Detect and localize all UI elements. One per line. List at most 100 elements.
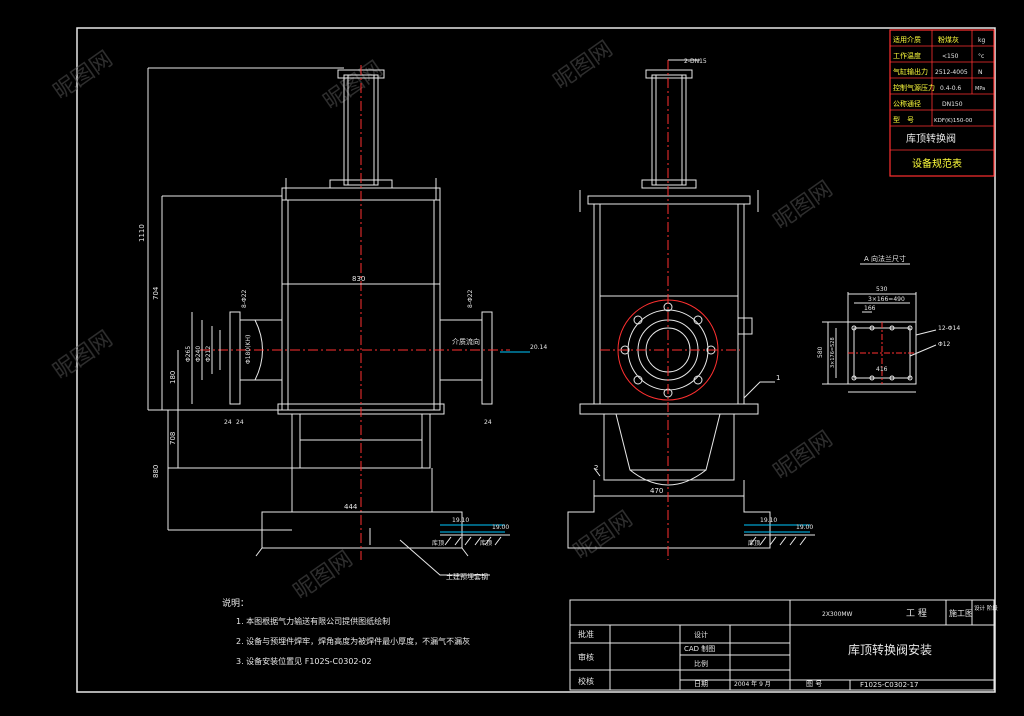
spec-row-2-value: <150 bbox=[942, 53, 959, 60]
spec-row-2-unit: °c bbox=[978, 53, 984, 60]
tb-col-scale: 比例 bbox=[694, 659, 708, 668]
dim-body-width: 830 bbox=[352, 275, 365, 283]
detail-a-holes: 12-Φ14 bbox=[938, 325, 960, 332]
dim-upper-height: 704 bbox=[152, 286, 160, 300]
sheet-border bbox=[76, 27, 996, 693]
dim-dia-2: Φ240 bbox=[195, 346, 202, 362]
detail-a-labels: A 向法兰尺寸 530 3×166=490 166 580 3×176=528 … bbox=[817, 254, 960, 373]
floor-label-front-1: 库顶 bbox=[432, 539, 444, 547]
spec-row-3-value: 2512-4005 bbox=[935, 69, 968, 76]
side-cylinder bbox=[651, 74, 687, 186]
spec-row-5-value: DN150 bbox=[942, 101, 963, 108]
spec-table: 适用介质 粉煤灰 kg 工作温度 <150 °c 气缸输出力 2512-4005… bbox=[889, 29, 995, 177]
watermark-7: 昵图网 bbox=[769, 427, 837, 485]
elev-floor-front-1: 19.10 bbox=[452, 517, 469, 524]
spec-row-2-label: 工作温度 bbox=[893, 51, 921, 60]
spec-row-4-value: 0.4-0.6 bbox=[940, 85, 961, 92]
elev-outlet: 20.14 bbox=[530, 344, 547, 351]
tb-stage: 施工图 bbox=[949, 608, 973, 618]
tb-row-check: 校核 bbox=[578, 676, 594, 686]
spec-row-4-label: 控制气源压力 bbox=[893, 83, 935, 92]
side-view bbox=[567, 59, 815, 560]
spec-row-6-label: 型 号 bbox=[893, 115, 914, 124]
spec-row-4-unit: MPa bbox=[975, 86, 985, 92]
dim-small-3: 24 bbox=[484, 419, 492, 426]
tb-row-review: 审核 bbox=[578, 652, 594, 662]
detail-a-left-sub: 3×176=528 bbox=[830, 337, 836, 368]
notes: 说明： 1. 本图根据气力输送有限公司提供图纸绘制 2. 设备与预埋件焊牢，焊角… bbox=[222, 597, 470, 666]
flow-direction-label: 介质流向 bbox=[452, 337, 480, 346]
front-view-labels: 1110 704 180 708 880 830 444 8-Φ22 8-Φ22… bbox=[138, 224, 547, 581]
detail-a-title: A 向法兰尺寸 bbox=[864, 254, 906, 263]
side-callout-1: 1 bbox=[776, 374, 780, 382]
spec-row-1-unit: kg bbox=[978, 37, 985, 44]
side-pipe-label: 2-DN15 bbox=[684, 58, 707, 65]
dim-dia-1: Φ265 bbox=[185, 346, 192, 362]
detail-a-sub: 3×166=490 bbox=[868, 296, 905, 303]
spec-name: 库顶转换阀 bbox=[906, 132, 956, 145]
spec-row-3-label: 气缸输出力 bbox=[893, 67, 928, 76]
spec-row-6-value: KDF(K)150-00 bbox=[934, 118, 973, 124]
side-callout-2: 2 bbox=[594, 464, 598, 472]
notes-title: 说明： bbox=[222, 597, 249, 609]
tb-stage-side: 设计 阶段 bbox=[974, 604, 998, 612]
elev-floor-side-1: 19.10 bbox=[760, 517, 777, 524]
tb-col-design: 设计 bbox=[694, 630, 708, 639]
side-base-width: 470 bbox=[650, 487, 663, 495]
tb-drawing-no: F102S-C0302-17 bbox=[860, 681, 919, 689]
tb-project-label: 工 程 bbox=[906, 608, 927, 619]
side-body bbox=[593, 203, 745, 405]
watermark-5: 昵图网 bbox=[49, 327, 117, 385]
watermark-4: 昵图网 bbox=[769, 177, 837, 235]
watermark-8: 昵图网 bbox=[569, 507, 637, 565]
ref-embed-label: 土建预埋套钢 bbox=[446, 572, 488, 581]
dim-small-2: 24 bbox=[236, 419, 244, 426]
tb-project-code: 2X300MW bbox=[822, 611, 853, 618]
detail-a-small: 166 bbox=[864, 305, 876, 312]
tb-title: 库顶转换阀安装 bbox=[848, 642, 932, 657]
watermark-1: 昵图网 bbox=[49, 47, 117, 105]
dim-dia-inner: Φ180(KH) bbox=[245, 335, 252, 364]
elev-floor-front-2: 19.00 bbox=[492, 524, 509, 531]
floor-label-side: 库顶 bbox=[748, 539, 760, 547]
detail-a-top: 530 bbox=[876, 286, 888, 293]
dim-left-mid: 180 bbox=[169, 371, 177, 384]
dim-flange-holes-right: 8-Φ22 bbox=[467, 289, 474, 308]
front-left-flange bbox=[229, 311, 241, 405]
dim-lower-height: 880 bbox=[152, 465, 160, 478]
side-view-labels: 2-DN15 470 1 2 19.10 19.00 库顶 bbox=[594, 58, 813, 547]
front-view bbox=[147, 65, 530, 576]
spec-row-1-label: 适用介质 bbox=[893, 35, 921, 44]
detail-a-bottom: 416 bbox=[876, 366, 888, 373]
spec-row-5-label: 公称通径 bbox=[893, 99, 921, 108]
tb-col-date: 日期 bbox=[694, 680, 708, 688]
dim-left-low: 708 bbox=[169, 432, 177, 445]
side-base bbox=[567, 480, 771, 549]
front-lower-frame bbox=[291, 413, 431, 469]
note-3: 3. 设备安装位置见 F102S-C0302-02 bbox=[236, 656, 372, 666]
tb-date: 2004 年 9 月 bbox=[734, 680, 771, 688]
side-lower-frame bbox=[603, 413, 735, 481]
note-1: 1. 本图根据气力输送有限公司提供图纸绘制 bbox=[236, 616, 390, 626]
elev-floor-side-2: 19.00 bbox=[796, 524, 813, 531]
detail-a bbox=[822, 263, 937, 393]
front-base bbox=[261, 468, 463, 549]
side-flange-bolts bbox=[620, 302, 716, 398]
detail-a-dia: Φ12 bbox=[938, 341, 951, 348]
spec-caption: 设备规范表 bbox=[912, 157, 962, 170]
dim-base-width: 444 bbox=[344, 503, 358, 511]
spec-row-3-unit: N bbox=[978, 69, 983, 76]
tb-drawing-no-label: 图 号 bbox=[806, 680, 822, 688]
watermark-2: 昵图网 bbox=[319, 57, 387, 115]
spec-row-1-value: 粉煤灰 bbox=[938, 35, 959, 44]
watermark-3: 昵图网 bbox=[549, 37, 617, 95]
tb-col-cad: CAD 制图 bbox=[684, 644, 715, 653]
tb-row-approve: 批准 bbox=[578, 629, 594, 639]
floor-label-front-2: 库顶 bbox=[480, 539, 492, 547]
note-2: 2. 设备与预埋件焊牢，焊角高度为被焊件最小厚度，不漏气不漏灰 bbox=[236, 636, 470, 646]
watermarks: 昵图网 昵图网 昵图网 昵图网 昵图网 昵图网 昵图网 昵图网 bbox=[49, 37, 837, 605]
dim-small-1: 24 bbox=[224, 419, 232, 426]
watermark-6: 昵图网 bbox=[289, 547, 357, 605]
detail-a-left: 580 bbox=[817, 346, 824, 358]
